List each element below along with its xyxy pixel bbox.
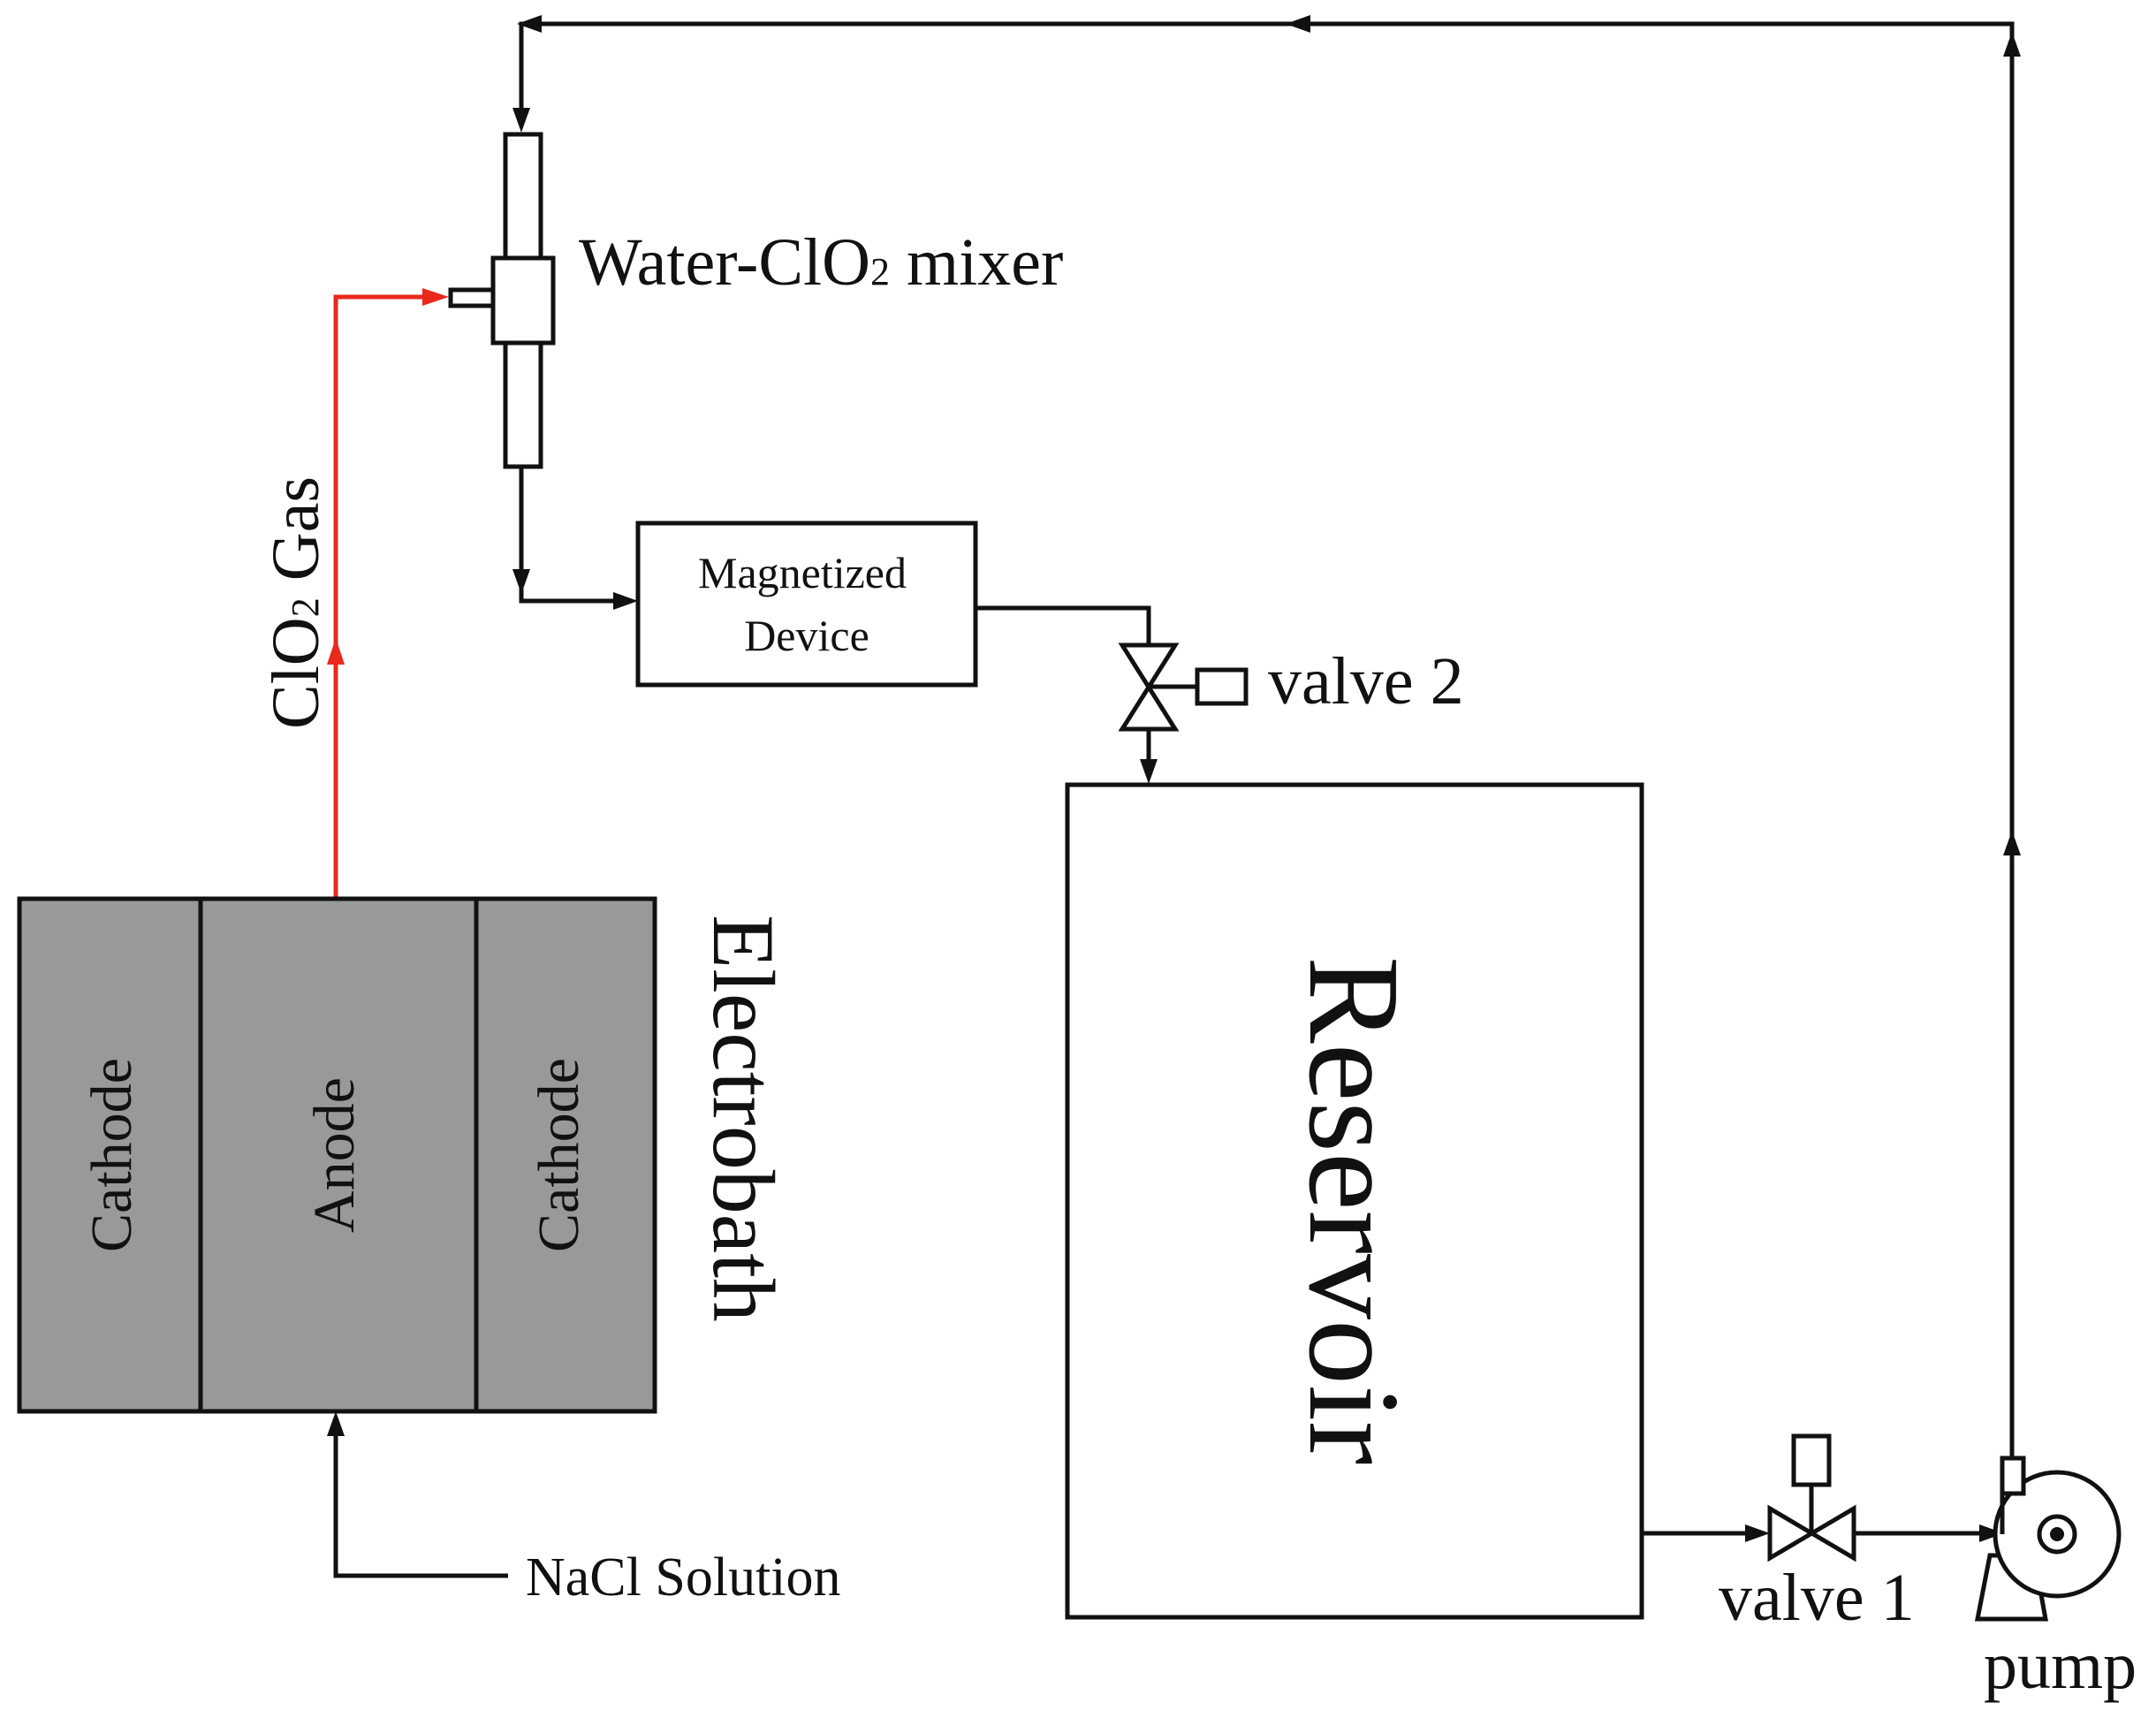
mixer-gas-inlet xyxy=(448,287,496,308)
magnetized-device xyxy=(635,521,978,688)
mixer-label: Water-ClO2 mixer xyxy=(579,225,1063,300)
flow-arrow-up-nacl xyxy=(327,1411,345,1436)
reservoir-tank xyxy=(1065,782,1644,1620)
return-pipe xyxy=(519,21,2015,1458)
mixer-lower-tube xyxy=(503,340,543,469)
flow-arrow-right-valve1 xyxy=(1745,1524,1770,1542)
valve2-actuator-icon xyxy=(1195,667,1249,706)
flow-arrow-down-mixer-out xyxy=(512,569,530,594)
gas-pipe xyxy=(333,294,426,897)
gas-arrow-up xyxy=(327,638,345,665)
flow-arrow-left-corner xyxy=(517,15,542,33)
pump-label: pump xyxy=(1984,1629,2137,1703)
magnetized-device-label-line2: Device xyxy=(744,611,869,660)
mixer-body xyxy=(490,255,556,346)
flow-arrow-up-lower xyxy=(2003,831,2021,855)
electrobath-anode xyxy=(198,896,479,1414)
magnetized-device-label-line1: Magnetized xyxy=(698,548,907,597)
flow-arrow-down-reservoir xyxy=(1140,759,1158,784)
electrobath-cathode-left xyxy=(17,896,203,1414)
reservoir-label: Reservoir xyxy=(1281,956,1426,1464)
valve1-actuator-icon xyxy=(1791,1433,1832,1487)
nacl-feed-pipe xyxy=(333,1436,508,1578)
pump-outlet-neck xyxy=(2000,1474,2026,1534)
mixer-upper-tube xyxy=(503,132,543,261)
flow-arrow-right-pump xyxy=(1979,1524,2004,1542)
electrobath-label: Electrobath xyxy=(695,915,793,1322)
flow-arrow-up-upper xyxy=(2003,32,2021,57)
gas-label: ClO2 Gas xyxy=(259,476,333,729)
pump-outlet xyxy=(2000,1456,2026,1496)
cathode-right-label: Cathode xyxy=(527,1058,591,1252)
mixer-to-magnetizer-pipe xyxy=(519,467,619,604)
cathode-left-label: Cathode xyxy=(80,1058,144,1252)
valve2-label: valve 2 xyxy=(1268,644,1464,718)
magnetizer-to-valve2-pipe xyxy=(976,605,1151,645)
pump-impeller-hub xyxy=(2050,1527,2064,1541)
electrobath-cathode-right xyxy=(474,896,657,1414)
flow-arrow-left-top xyxy=(1286,15,1310,33)
flow-arrow-down-mixer xyxy=(512,108,530,133)
nacl-label: NaCl Solution xyxy=(526,1547,841,1608)
valve1-label: valve 1 xyxy=(1719,1561,1915,1635)
flow-arrow-right-magnetizer xyxy=(613,592,638,610)
gas-arrow-right xyxy=(422,288,449,306)
anode-label: Anode xyxy=(302,1077,367,1233)
